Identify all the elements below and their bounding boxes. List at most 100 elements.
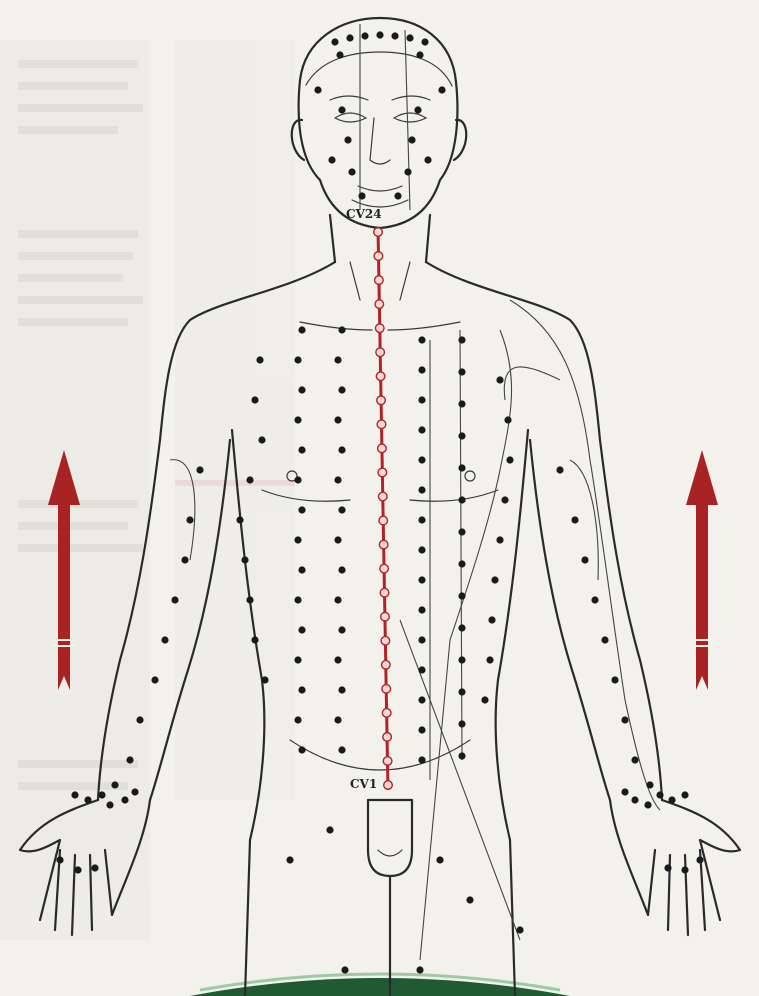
acupoint: [668, 796, 675, 803]
right-inner-arm: [530, 440, 610, 800]
cv-meridian-line: [378, 228, 388, 790]
acupoint: [348, 168, 355, 175]
acupoint: [298, 746, 305, 753]
cv-point: [381, 612, 390, 621]
acupoint: [418, 546, 425, 553]
acupoint: [418, 756, 425, 763]
cv-point: [382, 685, 391, 694]
acupoint: [338, 326, 345, 333]
acupoint: [126, 756, 133, 763]
acupoint: [418, 426, 425, 433]
acupoint: [56, 856, 63, 863]
acupoint: [458, 432, 465, 439]
bottom-point-label: CV1: [350, 777, 377, 791]
acupoint: [294, 416, 301, 423]
acupoint: [488, 616, 495, 623]
acupoint: [286, 856, 293, 863]
acupoint: [611, 676, 618, 683]
acupoint: [334, 536, 341, 543]
acupoint: [418, 516, 425, 523]
acupoint: [516, 926, 523, 933]
cv-point: [377, 396, 386, 405]
acupoint: [344, 136, 351, 143]
cv-point: [383, 733, 392, 742]
ground-arc: [190, 978, 570, 996]
right-nipple: [465, 471, 475, 481]
acupoint: [421, 38, 428, 45]
acupoint: [338, 386, 345, 393]
left-clavicle: [300, 322, 372, 330]
hip-line: [290, 740, 470, 770]
acupoint: [294, 656, 301, 663]
cv-point: [379, 516, 388, 525]
acupoint: [394, 192, 401, 199]
acupoint: [236, 516, 243, 523]
acupoint: [458, 464, 465, 471]
acupoint: [418, 726, 425, 733]
acupoint: [98, 791, 105, 798]
cv-point: [375, 276, 384, 285]
acupoint: [241, 556, 248, 563]
acupoint: [458, 368, 465, 375]
acupoint: [136, 716, 143, 723]
acupoint: [418, 636, 425, 643]
acupoint: [458, 496, 465, 503]
cv-point: [378, 492, 387, 501]
acupoint: [106, 801, 113, 808]
acupoint: [621, 716, 628, 723]
acupoint: [406, 34, 413, 41]
cv-point: [380, 588, 389, 597]
acupoint: [418, 696, 425, 703]
acupoint: [334, 356, 341, 363]
cv-point: [382, 709, 391, 718]
acupoint: [656, 791, 663, 798]
acupoint: [418, 336, 425, 343]
acupoint: [466, 896, 473, 903]
acupoint: [298, 446, 305, 453]
acupoints: [56, 31, 703, 973]
acupoint: [246, 596, 253, 603]
cv-point: [379, 540, 388, 549]
cv-point: [384, 781, 393, 790]
right-up-arrow: [686, 450, 718, 690]
cv-point: [378, 444, 387, 453]
acupoint: [334, 656, 341, 663]
acupoint: [418, 666, 425, 673]
acupoint: [408, 136, 415, 143]
acupoint: [111, 781, 118, 788]
acupoint: [681, 866, 688, 873]
acupoint: [418, 366, 425, 373]
acupoint: [336, 51, 343, 58]
acupoint: [696, 856, 703, 863]
acupoint: [246, 476, 253, 483]
acupoint: [601, 636, 608, 643]
acupoint: [481, 696, 488, 703]
neck-right: [426, 215, 430, 262]
acupoint: [424, 156, 431, 163]
cv-point: [381, 636, 390, 645]
acupoint: [338, 626, 345, 633]
acupoint: [338, 106, 345, 113]
acupoint: [294, 356, 301, 363]
acupoint: [458, 528, 465, 535]
acupoint: [591, 596, 598, 603]
right-eye: [394, 113, 426, 122]
acupoint: [621, 788, 628, 795]
acupoint: [504, 416, 511, 423]
acupoint: [256, 356, 263, 363]
groin: [368, 800, 412, 876]
acupoint: [121, 796, 128, 803]
acupoint: [331, 38, 338, 45]
acupoint: [314, 86, 321, 93]
cv-point: [376, 372, 385, 381]
acupoint: [334, 716, 341, 723]
acupoint: [298, 386, 305, 393]
neck-left: [330, 215, 335, 262]
acupoint: [416, 51, 423, 58]
acupoint: [496, 536, 503, 543]
acupoint: [418, 486, 425, 493]
neck-muscle-right: [400, 262, 410, 300]
acupoint: [181, 556, 188, 563]
cv-point: [374, 252, 383, 261]
